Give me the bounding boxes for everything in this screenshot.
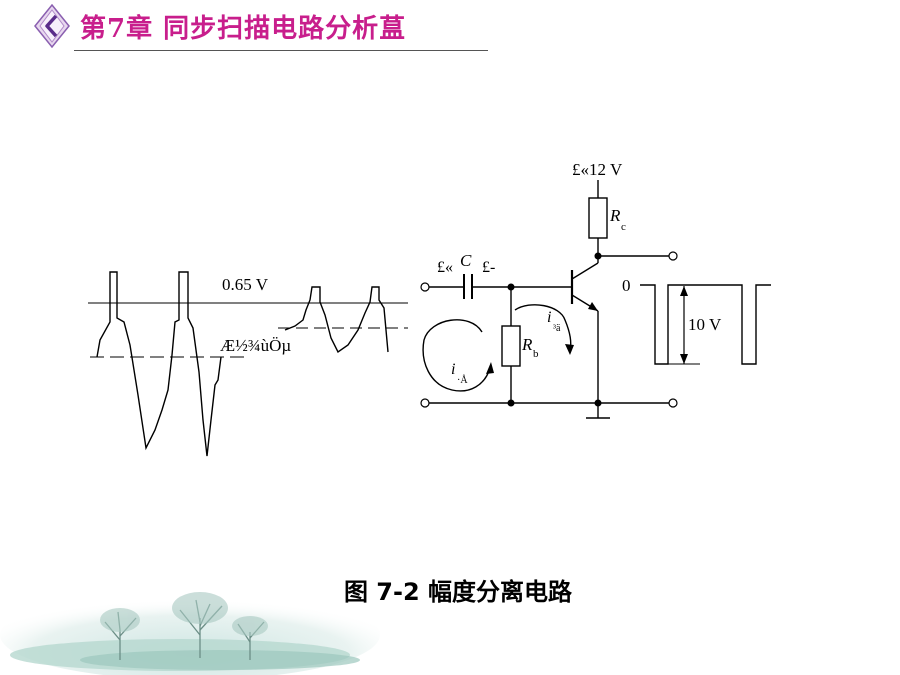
rb-subscript: b <box>533 348 539 360</box>
charge-current-subscript: ³ä <box>553 323 561 334</box>
level-label: 0.65 V <box>222 275 269 294</box>
output-waveform <box>640 284 771 365</box>
input-waveform-right <box>278 286 408 354</box>
diagram-labels: 0.65 V Æ½¾ùÖµ £«12 V R c £« C £- R b i ³… <box>220 160 722 386</box>
amplitude-label: 10 V <box>688 315 722 334</box>
decorative-landscape-image <box>0 590 380 675</box>
average-level-label: Æ½¾ùÖµ <box>220 336 291 355</box>
rb-label: R <box>521 335 533 354</box>
discharge-current-label: i <box>451 361 455 378</box>
supply-label: £«12 V <box>572 160 623 179</box>
capacitor-plus-label: £« <box>437 259 453 276</box>
input-waveform-left <box>88 271 408 457</box>
separator-circuit <box>420 180 678 419</box>
rc-label: R <box>609 206 621 225</box>
header-divider <box>74 50 488 51</box>
capacitor-minus-label: £- <box>482 259 495 276</box>
rc-subscript: c <box>621 221 626 233</box>
header: 第7章 同步扫描电路分析蒀 <box>0 0 900 60</box>
figure-caption: 图 7-2 幅度分离电路 <box>343 578 573 606</box>
zero-level-label: 0 <box>622 276 631 295</box>
discharge-current-subscript: ·Å <box>457 374 468 386</box>
chapter-title: 第7章 同步扫描电路分析蒀 <box>80 14 407 44</box>
charge-current-label: i <box>547 309 551 326</box>
diamond-chevron-logo-icon <box>34 4 70 48</box>
capacitor-label: C <box>460 251 472 270</box>
